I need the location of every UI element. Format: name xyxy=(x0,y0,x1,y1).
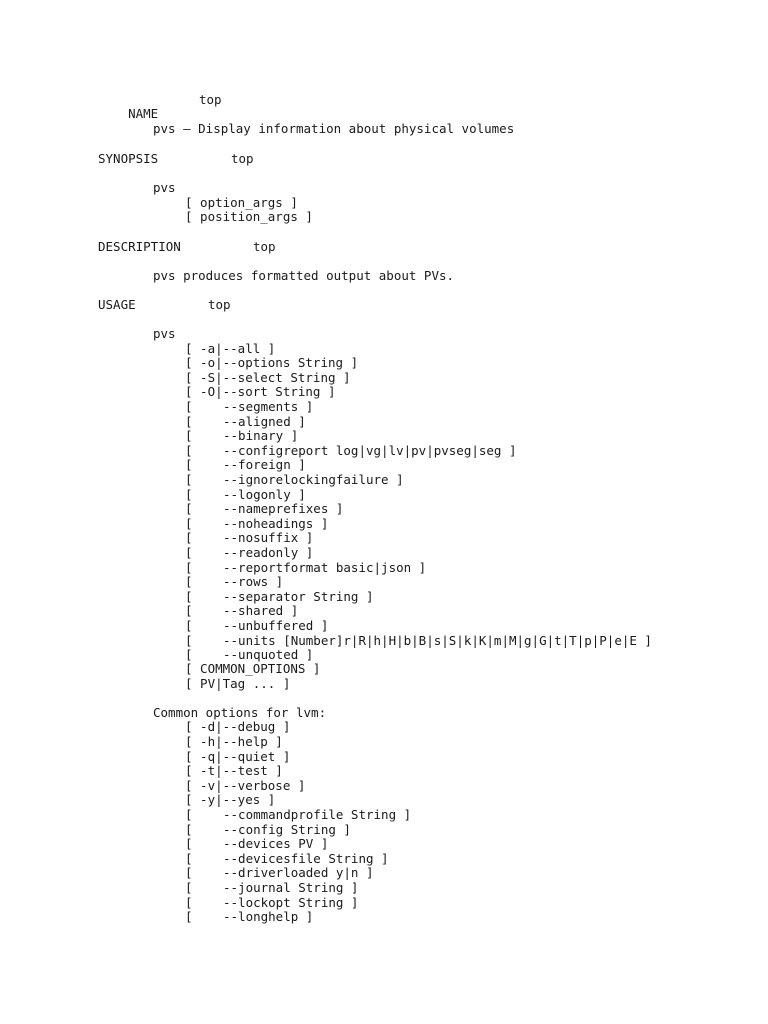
usage-option: [ -a|--all ] xyxy=(185,341,276,356)
usage-long-option: --logonly ] xyxy=(223,486,306,502)
common-long-option: --lockopt String ] xyxy=(223,894,359,910)
option-bracket: [ xyxy=(185,647,193,663)
top-link[interactable]: top xyxy=(199,92,222,107)
section-heading-name: NAME xyxy=(98,93,158,135)
option-bracket: [ xyxy=(185,530,193,546)
common-long-option: --devices PV ] xyxy=(223,836,329,852)
option-bracket: [ xyxy=(185,442,193,458)
usage-long-option: --foreign ] xyxy=(223,457,306,473)
option-bracket: [ xyxy=(185,894,193,910)
usage-long-option: --binary ] xyxy=(223,428,299,444)
common-option: [ -h|--help ] xyxy=(185,734,283,749)
option-bracket: [ xyxy=(185,807,193,822)
common-long-option: --driverloaded y|n ] xyxy=(223,865,374,881)
usage-long-option: --aligned ] xyxy=(223,413,306,429)
usage-option: [ -O|--sort String ] xyxy=(185,384,336,399)
usage-long-option: --noheadings ] xyxy=(223,515,329,531)
option-bracket: [ xyxy=(185,865,193,881)
synopsis-arg: [ position_args ] xyxy=(185,209,313,224)
option-bracket: [ xyxy=(185,588,193,604)
usage-option: [ -S|--select String ] xyxy=(185,370,351,385)
option-bracket: [ xyxy=(185,399,193,414)
option-bracket: [ xyxy=(185,501,193,517)
usage-option: [ -o|--options String ] xyxy=(185,355,359,370)
usage-option: [ PV|Tag ... ] xyxy=(185,676,291,691)
usage-long-option: --segments ] xyxy=(223,399,314,414)
option-bracket: [ xyxy=(185,632,193,648)
common-option: [ -y|--yes ] xyxy=(185,792,276,807)
heading-text: NAME xyxy=(128,106,159,121)
common-long-option: --longhelp ] xyxy=(223,909,314,925)
usage-long-option: --unquoted ] xyxy=(223,647,314,663)
common-long-option: --commandprofile String ] xyxy=(223,807,412,822)
usage-long-option: --units [Number]r|R|h|H|b|B|s|S|k|K|m|M|… xyxy=(223,632,652,648)
synopsis-arg: [ option_args ] xyxy=(185,195,298,210)
synopsis-command: pvs xyxy=(153,180,176,195)
usage-long-option: --nosuffix ] xyxy=(223,530,314,546)
common-options-heading: Common options for lvm: xyxy=(153,705,327,720)
common-option: [ -d|--debug ] xyxy=(185,719,291,734)
option-bracket: [ xyxy=(185,850,193,866)
common-long-option: --devicesfile String ] xyxy=(223,850,389,866)
option-bracket: [ xyxy=(185,603,193,619)
option-bracket: [ xyxy=(185,880,193,895)
usage-long-option: --readonly ] xyxy=(223,545,314,560)
option-bracket: [ xyxy=(185,559,193,575)
top-link[interactable]: top xyxy=(253,239,276,254)
option-bracket: [ xyxy=(185,574,193,590)
usage-option: [ COMMON_OPTIONS ] xyxy=(185,661,321,676)
usage-long-option: --configreport log|vg|lv|pv|pvseg|seg ] xyxy=(223,442,517,458)
usage-long-option: --shared ] xyxy=(223,603,299,619)
usage-long-option: --rows ] xyxy=(223,574,284,590)
option-bracket: [ xyxy=(185,821,193,837)
top-link[interactable]: top xyxy=(208,297,231,312)
usage-command: pvs xyxy=(153,326,176,341)
section-heading-usage: USAGE xyxy=(98,297,136,312)
option-bracket: [ xyxy=(185,515,193,531)
common-option: [ -q|--quiet ] xyxy=(185,749,291,764)
usage-long-option: --unbuffered ] xyxy=(223,618,329,633)
option-bracket: [ xyxy=(185,457,193,473)
common-option: [ -t|--test ] xyxy=(185,763,283,778)
name-description: pvs — Display information about physical… xyxy=(153,121,515,136)
option-bracket: [ xyxy=(185,909,193,925)
usage-long-option: --ignorelockingfailure ] xyxy=(223,472,404,487)
option-bracket: [ xyxy=(185,836,193,852)
description-text: pvs produces formatted output about PVs. xyxy=(153,268,455,283)
option-bracket: [ xyxy=(185,428,193,444)
common-option: [ -v|--verbose ] xyxy=(185,778,306,793)
usage-long-option: --reportformat basic|json ] xyxy=(223,559,427,575)
top-link[interactable]: top xyxy=(231,151,254,166)
common-long-option: --config String ] xyxy=(223,821,351,837)
usage-long-option: --nameprefixes ] xyxy=(223,501,344,517)
option-bracket: [ xyxy=(185,472,193,487)
common-long-option: --journal String ] xyxy=(223,880,359,895)
option-bracket: [ xyxy=(185,618,193,633)
option-bracket: [ xyxy=(185,413,193,429)
usage-long-option: --separator String ] xyxy=(223,588,374,604)
section-heading-synopsis: SYNOPSIS xyxy=(98,151,159,166)
section-heading-description: DESCRIPTION xyxy=(98,239,181,254)
option-bracket: [ xyxy=(185,486,193,502)
option-bracket: [ xyxy=(185,545,193,560)
